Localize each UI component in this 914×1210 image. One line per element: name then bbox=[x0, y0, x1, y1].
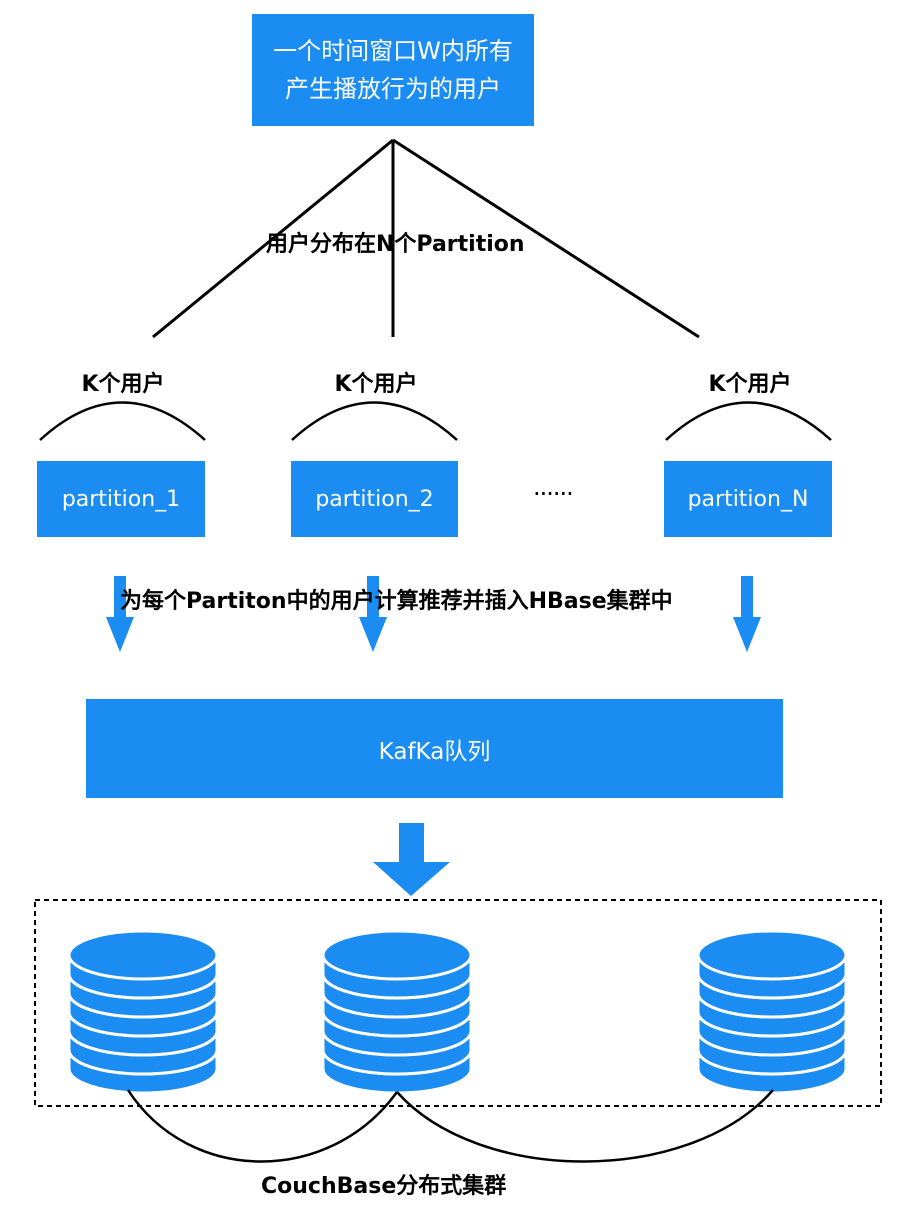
brace-arc-1 bbox=[39, 401, 206, 441]
k-users-label-3: K个用户 bbox=[708, 372, 792, 397]
k-users-label-2: K个用户 bbox=[334, 372, 418, 397]
cluster-label: CouchBase分布式集群 bbox=[261, 1174, 507, 1199]
partition-name: partition_2 bbox=[315, 486, 434, 512]
fan-line-left bbox=[152, 138, 394, 339]
partition-box-1: partition_1 bbox=[37, 461, 205, 537]
ellipsis: ······ bbox=[533, 480, 574, 508]
disk-top bbox=[67, 929, 219, 981]
disk-top bbox=[321, 929, 473, 981]
partition-name: partition_N bbox=[687, 486, 809, 512]
disk-top bbox=[696, 929, 848, 981]
down-arrow-3 bbox=[733, 576, 761, 652]
partition-name: partition_1 bbox=[61, 486, 181, 512]
cluster-boundary bbox=[34, 899, 882, 1107]
kafka-queue-box: KafKa队列 bbox=[86, 699, 783, 798]
big-down-arrow bbox=[373, 823, 450, 896]
database-icon bbox=[696, 929, 848, 1095]
top-users-box: 一个时间窗口W内所有 产生播放行为的用户 bbox=[252, 14, 534, 126]
top-box-line-1: 一个时间窗口W内所有 bbox=[273, 37, 513, 65]
partition-box-n: partition_N bbox=[664, 461, 832, 537]
partition-box-2: partition_2 bbox=[291, 461, 458, 537]
cluster-arc-left bbox=[126, 1089, 399, 1163]
database-icon bbox=[67, 929, 219, 1095]
brace-arc-2 bbox=[291, 401, 458, 441]
down-arrow-2 bbox=[359, 576, 387, 652]
kafka-label: KafKa队列 bbox=[378, 738, 491, 765]
cluster-arc-right bbox=[396, 1089, 774, 1163]
compute-label: 为每个Partiton中的用户计算推荐并插入HBase集群中 bbox=[120, 589, 673, 614]
brace-arc-3 bbox=[665, 401, 832, 441]
down-arrow-1 bbox=[106, 576, 134, 652]
k-users-label-1: K个用户 bbox=[81, 372, 165, 397]
distribution-label: 用户分布在N个Partition bbox=[266, 232, 525, 257]
fan-line-right bbox=[392, 138, 700, 339]
database-icon bbox=[321, 929, 473, 1095]
top-box-line-2: 产生播放行为的用户 bbox=[284, 75, 501, 103]
